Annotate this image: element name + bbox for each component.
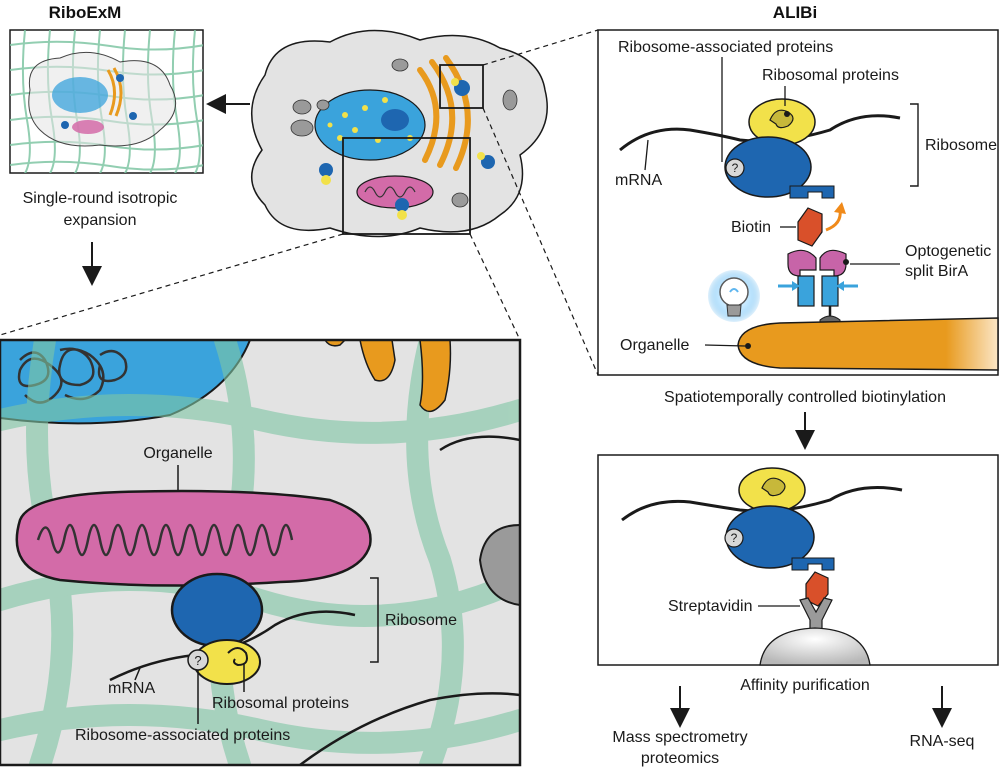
zoom-cristae: [36, 523, 294, 557]
vesicles: [290, 58, 518, 208]
cell-ribosome-4: [451, 78, 470, 96]
zoom-bracket-ribosome: [370, 577, 379, 663]
birA-left-top: [787, 249, 817, 277]
birA-dot: [843, 259, 849, 265]
birA-left-half: [797, 275, 815, 307]
cell-ribosome-3: [395, 198, 409, 220]
zoom-panel: ?: [0, 340, 520, 765]
zoom-er-3: [324, 340, 347, 347]
light-bulb-icon: [708, 270, 760, 322]
bottom-question-mark: ?: [731, 531, 738, 545]
biotin-molecule: [797, 207, 823, 247]
riboexm-title: RiboExM: [49, 3, 122, 22]
affinity-bead: [759, 627, 871, 666]
zoom-label-organelle: Organelle: [143, 445, 212, 462]
top-ribosomal-protein-dot: [784, 111, 790, 117]
label-ribosomal-proteins: Ribosomal proteins: [762, 67, 899, 84]
mini-mitochondrion: [72, 120, 104, 134]
birA-right-top: [819, 249, 847, 277]
alibi-bottom-content: ? Streptavidin: [621, 467, 903, 666]
label-streptavidin: Streptavidin: [668, 598, 753, 615]
callout-lines: [0, 29, 599, 376]
zoom-label-ribosome-associated-proteins: Ribosome-associated proteins: [75, 727, 290, 744]
label-rna-seq: RNA-seq: [910, 733, 975, 750]
top-organelle-dot: [745, 343, 751, 349]
birA-right-half: [821, 275, 839, 307]
label-mass-spec-line2: proteomics: [641, 750, 719, 767]
zoom-er-1: [359, 340, 396, 382]
zoom-question-mark: ?: [194, 653, 201, 668]
bottom-biotin: [805, 571, 829, 607]
top-mrna: [619, 114, 901, 152]
alibi-top-content: ? Ribosome-associated proteins Ribosomal…: [615, 39, 999, 371]
nucleolus: [381, 109, 409, 131]
zoom-panel-frame: [0, 338, 522, 767]
zoom-fiber-2: [299, 692, 520, 765]
zoom-mitochondrion: [15, 489, 372, 587]
alibi-top-caption: Spatiotemporally controlled biotinylatio…: [664, 389, 946, 406]
zoom-box-right: [439, 64, 484, 109]
zoom-vesicle: [478, 523, 520, 607]
zoom-er-2: [419, 340, 452, 413]
zoom-label-ribosome: Ribosome: [385, 612, 457, 629]
label-mrna: mRNA: [615, 172, 662, 189]
label-mass-spec-line1: Mass spectrometry: [612, 729, 747, 746]
bottom-associated-protein: [724, 528, 744, 548]
alibi-bottom-caption: Affinity purification: [740, 677, 870, 694]
alibi-title: ALIBi: [773, 3, 817, 22]
top-ribosome-tag: [789, 185, 835, 199]
streptavidin-icon: [799, 597, 833, 631]
alibi-top-panel: [597, 29, 999, 376]
leader-organelle: [704, 344, 746, 347]
riboexm-caption-line1: Single-round isotropic: [23, 190, 178, 207]
zoom-box-left: [342, 137, 471, 235]
top-organelle: [737, 317, 999, 371]
label-ribosome-associated-proteins: Ribosome-associated proteins: [618, 39, 833, 56]
bracket-ribosome: [910, 103, 919, 187]
top-ribosome-large-subunit: [724, 136, 812, 198]
central-cell: [250, 29, 548, 238]
label-ribosome: Ribosome: [925, 137, 997, 154]
bottom-mrna: [621, 486, 903, 522]
mini-ribosome-1: [116, 74, 124, 82]
cell-ribosome-1: [319, 163, 333, 185]
bottom-ribosome-tag: [791, 557, 835, 571]
zoom-ribosomal-protein: [227, 647, 248, 667]
leader-mrna: [644, 139, 649, 171]
top-question-mark: ?: [732, 161, 739, 175]
label-optogenetic-line1: Optogenetic: [905, 243, 991, 260]
mini-ribosome-3: [61, 121, 69, 129]
label-biotin: Biotin: [731, 219, 771, 236]
zoom-leader-mrna: [134, 667, 141, 681]
top-associated-protein: [725, 158, 745, 178]
mini-ribosome-2: [129, 112, 137, 120]
cell-ribosome-2: [477, 152, 495, 169]
riboexm-caption-line2: expansion: [64, 212, 137, 229]
label-optogenetic-line2: split BirA: [905, 263, 968, 280]
zoom-label-mrna: mRNA: [108, 680, 155, 697]
riboexm-expanded-cell-panel: [9, 29, 204, 174]
label-organelle: Organelle: [620, 337, 689, 354]
mini-nucleus: [52, 77, 108, 113]
biotin-transfer-arrowhead: [834, 202, 846, 214]
zoom-ribosome-large: [170, 572, 264, 648]
mini-er: [106, 67, 123, 117]
endoplasmic-reticulum: [417, 55, 471, 171]
zoom-fiber-1: [439, 435, 520, 452]
zoom-label-ribosomal-proteins: Ribosomal proteins: [212, 695, 349, 712]
